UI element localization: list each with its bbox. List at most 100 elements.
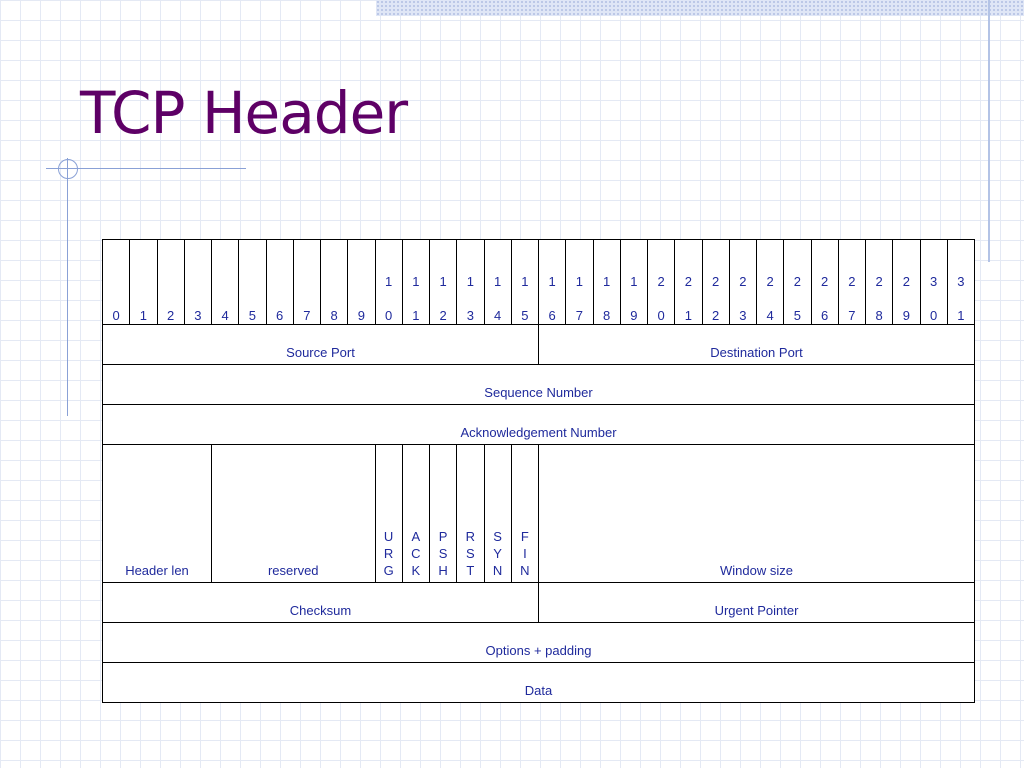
flag-letter: S	[438, 546, 448, 561]
acknowledgement-number-field: Acknowledgement Number	[102, 404, 975, 445]
bit-tens-digit: 1	[385, 274, 393, 289]
bit-tens-digit: 1	[575, 274, 583, 289]
bit-ones-digit: 1	[957, 308, 965, 323]
bit-ones-digit: 3	[466, 308, 474, 323]
bit-cell: 6	[265, 239, 294, 325]
bit-tens-digit: 1	[603, 274, 611, 289]
bit-ones-digit: 7	[575, 308, 583, 323]
bit-ones-digit: 0	[930, 308, 938, 323]
bit-ones-digit: 6	[276, 308, 284, 323]
flag-letter: K	[411, 563, 421, 578]
bit-tens-digit: 3	[930, 274, 938, 289]
bit-ones-digit: 6	[821, 308, 829, 323]
checksum-field: Checksum	[102, 582, 539, 623]
bit-cell: 5	[238, 239, 267, 325]
flag-letter: G	[383, 563, 394, 578]
title-ornament-circle	[58, 159, 78, 179]
bit-ones-digit: 9	[357, 308, 365, 323]
data-field: Data	[102, 662, 975, 703]
bit-tens-digit: 2	[875, 274, 883, 289]
bit-cell: 0	[101, 239, 131, 325]
bit-ones-digit: 0	[112, 308, 120, 323]
options-row: Options + padding	[102, 622, 975, 663]
ports-row: Source Port Destination Port	[102, 324, 975, 365]
bit-ones-digit: 0	[657, 308, 665, 323]
data-row: Data	[102, 662, 975, 703]
flag-letter: U	[383, 529, 394, 544]
bit-ones-digit: 6	[548, 308, 556, 323]
bit-cell: 2	[156, 239, 185, 325]
flag-letter: S	[493, 529, 502, 544]
destination-port-field: Destination Port	[538, 324, 975, 365]
bit-tens-digit: 1	[521, 274, 529, 289]
flag-letter: H	[438, 563, 448, 578]
bit-ones-digit: 1	[412, 308, 420, 323]
urgent-pointer-field: Urgent Pointer	[538, 582, 975, 623]
bit-ones-digit: 1	[139, 308, 147, 323]
flag-letter: F	[520, 529, 529, 544]
bit-ones-digit: 8	[603, 308, 611, 323]
acknowledgement-row: Acknowledgement Number	[102, 404, 975, 445]
bit-tens-digit: 2	[793, 274, 801, 289]
flag-letter: I	[523, 546, 527, 561]
flag-letter: S	[466, 546, 475, 561]
bit-ones-digit: 7	[848, 308, 856, 323]
sequence-row: Sequence Number	[102, 364, 975, 405]
bit-ones-digit: 7	[303, 308, 311, 323]
right-decorative-rule	[988, 0, 990, 262]
title-underline	[46, 168, 246, 169]
bit-tens-digit: 2	[766, 274, 774, 289]
bit-ones-digit: 5	[521, 308, 529, 323]
bit-tens-digit: 2	[821, 274, 829, 289]
window-size-field: Window size	[538, 444, 975, 583]
bit-ones-digit: 8	[875, 308, 883, 323]
bit-tens-digit: 2	[902, 274, 910, 289]
bit-ones-digit: 2	[167, 308, 175, 323]
bit-tens-digit: 1	[439, 274, 447, 289]
bit-ones-digit: 4	[766, 308, 774, 323]
bit-ones-digit: 3	[739, 308, 747, 323]
flag-letter: N	[520, 563, 530, 578]
bit-ones-digit: 4	[221, 308, 229, 323]
bit-tens-digit: 1	[630, 274, 638, 289]
title-side-rule	[67, 158, 68, 416]
bit-tens-digit: 1	[548, 274, 556, 289]
bit-ones-digit: 8	[330, 308, 338, 323]
flag-letter: A	[411, 529, 421, 544]
bit-tens-digit: 2	[684, 274, 692, 289]
bit-ones-digit: 2	[712, 308, 720, 323]
bit-ones-digit: 9	[630, 308, 638, 323]
bit-tens-digit: 3	[957, 274, 965, 289]
bit-tens-digit: 2	[712, 274, 720, 289]
flag-letter: Y	[493, 546, 502, 561]
top-decorative-band	[376, 0, 1024, 16]
bit-tens-digit: 2	[848, 274, 856, 289]
bit-ones-digit: 9	[902, 308, 910, 323]
bit-tens-digit: 1	[466, 274, 474, 289]
bit-cell: 4	[210, 239, 240, 325]
flag-letter: T	[466, 563, 475, 578]
